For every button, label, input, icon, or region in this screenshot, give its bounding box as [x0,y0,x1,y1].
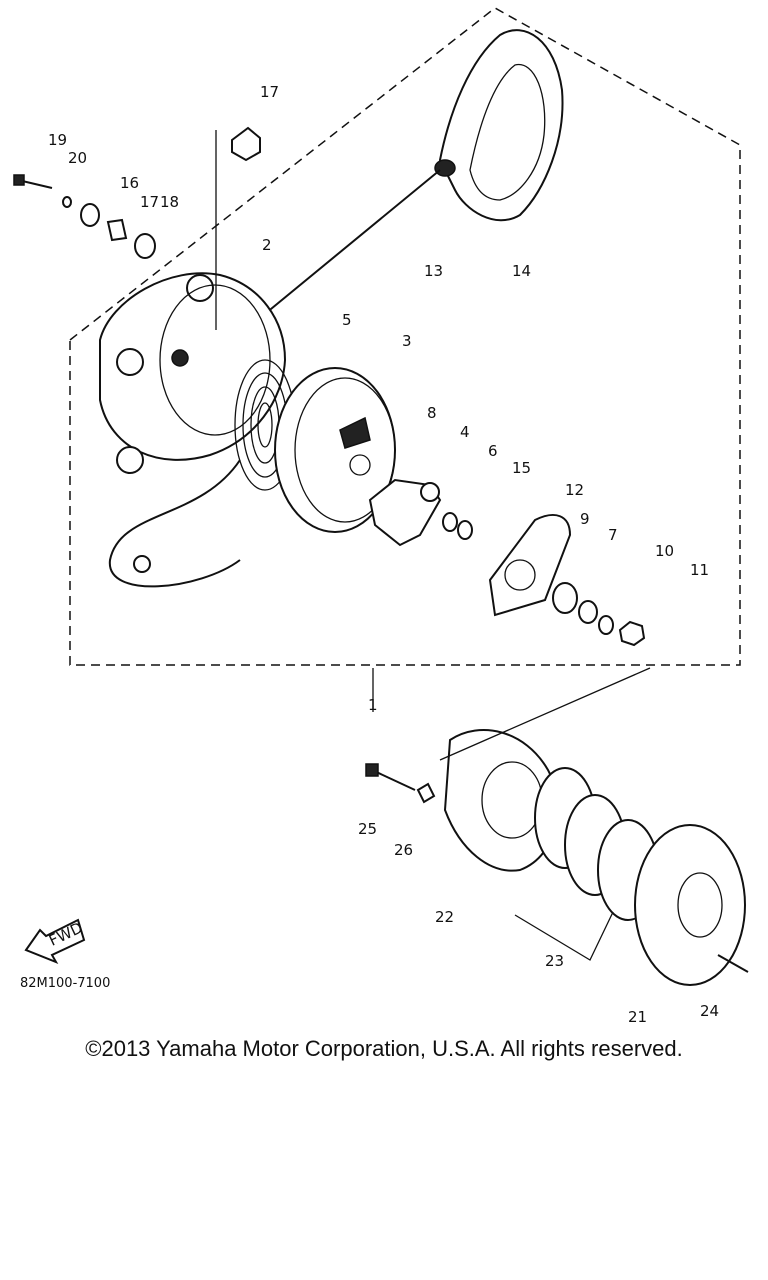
washer-10-part [598,615,614,635]
callout-label-11: 11 [690,561,709,579]
nut-11-part [618,620,646,647]
callout-label-10: 10 [655,542,674,560]
copyright-notice: ©2013 Yamaha Motor Corporation, U.S.A. A… [85,1036,683,1061]
callout-label-22: 22 [435,908,454,926]
rope-loop [108,459,241,588]
callout-label-19: 19 [48,131,67,149]
callout-label-9: 9 [580,510,590,528]
washer-20-part [62,196,72,208]
washer-6-part [442,512,458,532]
washer-26-part [416,782,436,804]
callout-label-14: 14 [512,262,531,280]
handle-grip-part [434,29,564,222]
callout-label-20: 20 [68,149,87,167]
sleeve-16-part [106,218,128,242]
reel-part [274,367,396,533]
callout-label-23: 23 [545,952,564,970]
callout-label-2: 2 [262,236,272,254]
callout-label-24: 24 [700,1002,719,1020]
rope-end-part [133,555,151,573]
callout-label-12: 12 [565,481,584,499]
leader-23 [514,911,614,961]
collar-17-lower-part [134,233,156,259]
starter-rope-part [259,169,441,319]
callout-label-21: 21 [628,1008,647,1026]
callout-label-17: 17 [260,83,279,101]
callout-label-1: 1 [368,696,378,714]
pawl-part [420,482,440,502]
callout-label-18: 18 [160,193,179,211]
washer-18-part [80,203,100,227]
callout-label-6: 6 [488,442,498,460]
leader-11-to-pulley [439,667,651,761]
callout-label-25: 25 [358,820,377,838]
drawing-code: 82M100-7100 [20,976,111,991]
collar-17-upper-part [231,126,261,162]
callout-label-5: 5 [342,311,352,329]
bolt-25-head [365,763,379,777]
forward-arrow-icon [24,918,86,964]
callout-label-7: 7 [608,526,618,544]
bolt-25-part [371,769,416,791]
starter-case-part [99,272,287,474]
screw-24-part [717,954,749,973]
callout-label-17: 17 [140,193,159,211]
callout-label-13: 13 [424,262,443,280]
bolt-19-head [13,174,25,186]
callout-label-16: 16 [120,174,139,192]
flywheel-plate-part [634,824,746,986]
clip-15-part [457,520,473,540]
spring-9-part [552,582,578,614]
assembly-outline [69,7,741,666]
callout-label-15: 15 [512,459,531,477]
callout-label-4: 4 [460,423,470,441]
callout-label-3: 3 [402,332,412,350]
drive-plate-part [488,514,572,617]
callout-label-8: 8 [427,404,437,422]
callout-label-26: 26 [394,841,413,859]
washer-7-part [578,600,598,624]
